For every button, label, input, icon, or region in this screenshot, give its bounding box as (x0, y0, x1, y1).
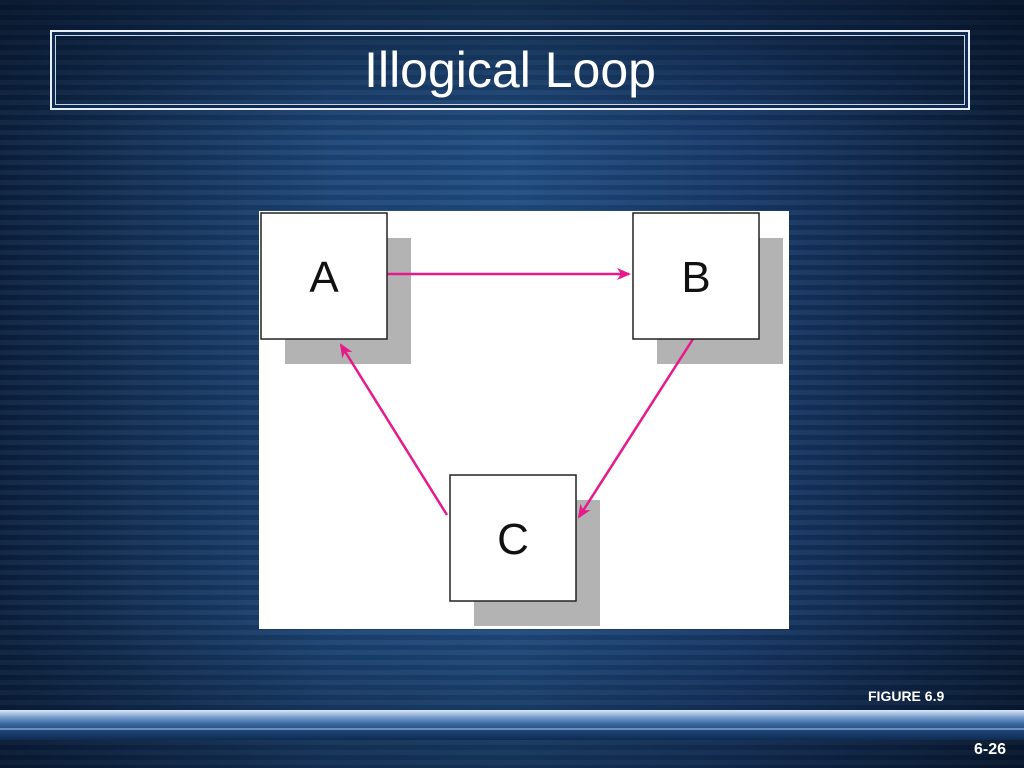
node-b-label: B (681, 253, 710, 302)
node-c-label: C (497, 515, 529, 564)
figure-caption: FIGURE 6.9 (868, 688, 945, 704)
page-number: 6-26 (974, 741, 1007, 758)
node-a-label: A (309, 253, 339, 302)
bottom-band (0, 710, 1024, 740)
node-b-box (632, 212, 760, 340)
bottom-band-line (0, 728, 1024, 730)
slide-title: Illogical Loop (364, 42, 656, 98)
loop-diagram: A B C (260, 212, 783, 626)
node-c-box (449, 474, 577, 602)
node-a-box (260, 212, 388, 340)
title-frame: Illogical Loop (50, 30, 970, 110)
figure-panel: A B C (259, 211, 789, 629)
edge-c-to-a (339, 343, 449, 516)
edge-b-to-c (577, 338, 695, 519)
